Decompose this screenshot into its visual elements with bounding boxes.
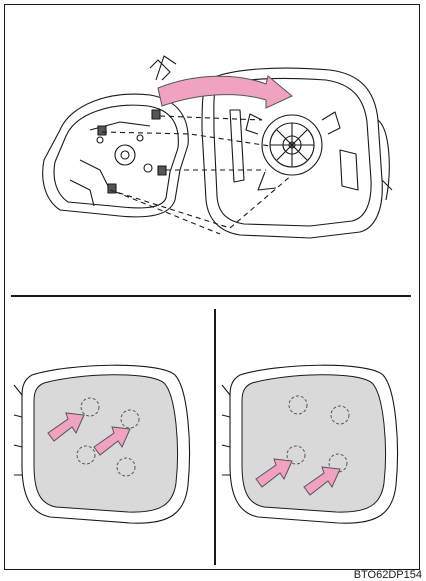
figure-code: BTO62DP154 bbox=[354, 569, 422, 581]
rotation-arrow bbox=[158, 76, 292, 108]
horizontal-divider bbox=[11, 295, 411, 297]
mirror-assembly-exploded-view bbox=[30, 50, 400, 290]
vertical-divider bbox=[214, 309, 216, 565]
mirror-glass-press-lower-points bbox=[218, 355, 418, 535]
mirror-glass-press-upper-points bbox=[10, 355, 210, 535]
